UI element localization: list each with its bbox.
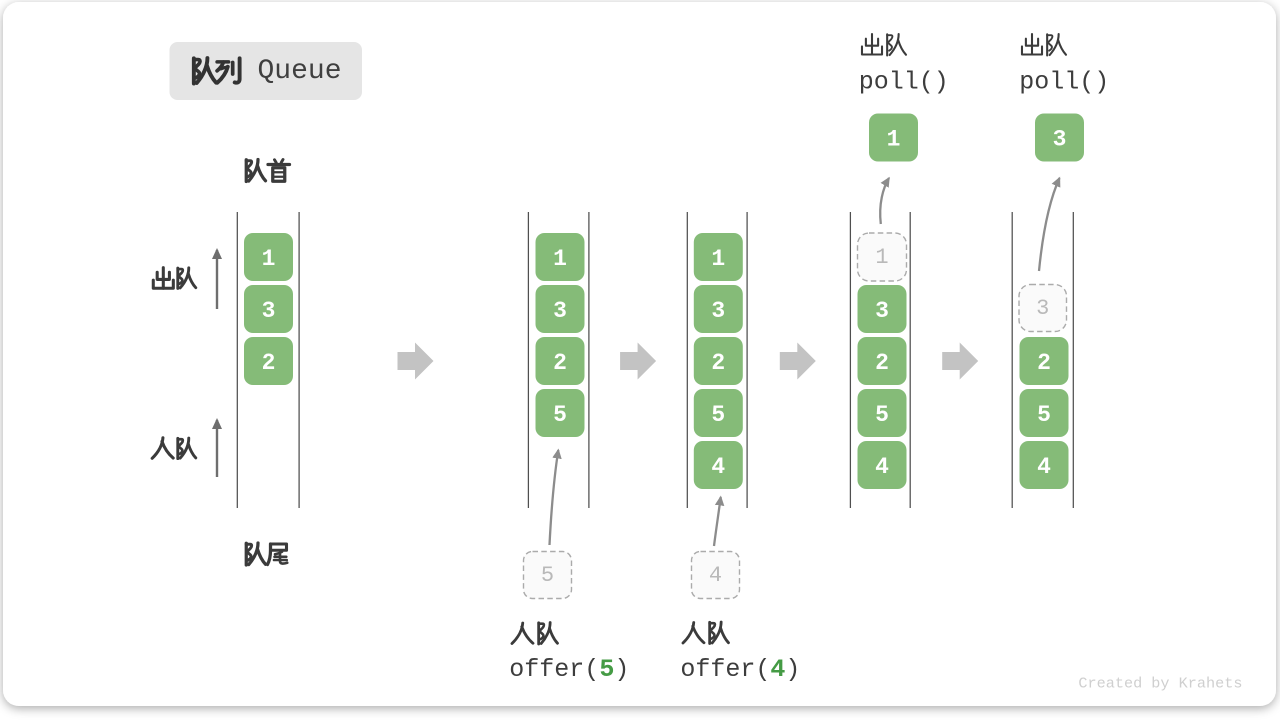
svg-text:2: 2	[875, 350, 889, 376]
svg-text:4: 4	[711, 454, 725, 480]
svg-text:2: 2	[1037, 350, 1051, 376]
svg-text:2: 2	[553, 350, 567, 376]
svg-text:4: 4	[709, 563, 722, 588]
svg-text:2: 2	[262, 350, 276, 376]
svg-text:1: 1	[711, 246, 725, 272]
svg-text:4: 4	[875, 454, 889, 480]
svg-text:5: 5	[875, 402, 889, 428]
svg-text:1: 1	[875, 245, 888, 270]
svg-text:5: 5	[553, 402, 567, 428]
svg-text:3: 3	[262, 298, 276, 324]
svg-text:offer(5): offer(5)	[509, 655, 629, 684]
svg-text:offer(4): offer(4)	[680, 655, 800, 684]
svg-text:3: 3	[875, 298, 889, 324]
svg-text:2: 2	[711, 350, 725, 376]
svg-text:1: 1	[553, 246, 567, 272]
svg-text:1: 1	[262, 246, 276, 272]
svg-text:4: 4	[1037, 454, 1051, 480]
svg-text:3: 3	[1036, 296, 1049, 321]
svg-text:1: 1	[887, 126, 901, 152]
svg-text:Created by Krahets: Created by Krahets	[1078, 675, 1242, 693]
svg-text:poll(): poll()	[859, 67, 949, 96]
svg-text:poll(): poll()	[1019, 67, 1109, 96]
svg-text:3: 3	[1053, 126, 1067, 152]
svg-text:5: 5	[1037, 402, 1051, 428]
svg-text:5: 5	[541, 563, 554, 588]
svg-text:3: 3	[553, 298, 567, 324]
svg-text:3: 3	[711, 298, 725, 324]
svg-text:5: 5	[711, 402, 725, 428]
svg-text:Queue: Queue	[258, 56, 342, 87]
